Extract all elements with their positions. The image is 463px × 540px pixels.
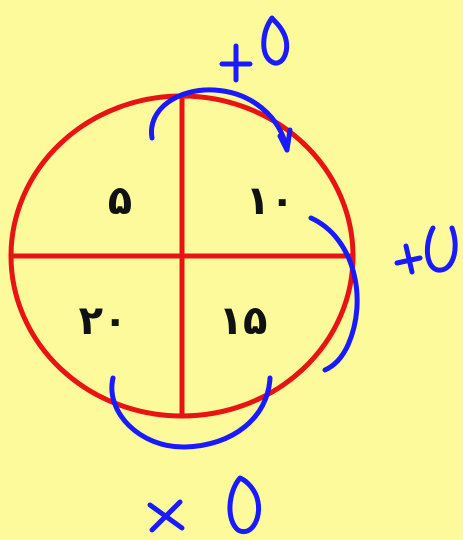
top-plus-five-mark bbox=[219, 15, 290, 83]
handwritten-annotations bbox=[109, 87, 360, 450]
right-step-arc bbox=[308, 215, 360, 373]
top-step-arc-tip bbox=[277, 127, 293, 153]
top-step-arc bbox=[149, 87, 290, 153]
right-plus-five-mark bbox=[394, 225, 458, 275]
quadrant-top-left-number: ۵ bbox=[108, 178, 132, 224]
quadrant-top-right-number: ۱۰ bbox=[246, 178, 295, 224]
quadrant-bottom-right-number: ۱۵ bbox=[219, 298, 268, 344]
bottom-plus-five-mark bbox=[147, 475, 262, 535]
quadrant-bottom-left-number: ۲۰ bbox=[79, 298, 128, 344]
bottom-step-arc bbox=[109, 375, 273, 450]
